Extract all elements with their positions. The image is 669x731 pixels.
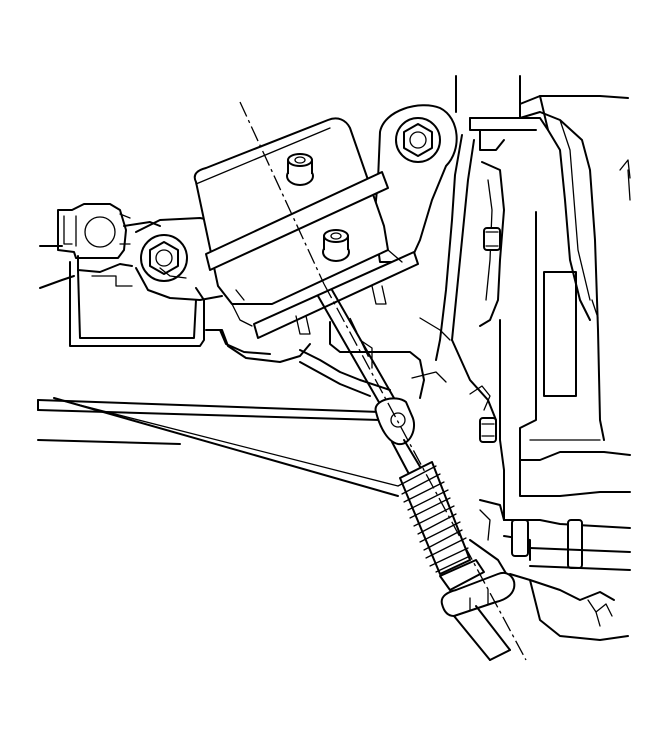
centerlines (239, 101, 527, 661)
bellows-boot (397, 461, 471, 575)
upper-mount-tab (373, 104, 458, 263)
upper-stud (286, 153, 314, 186)
link-rod-assembly (317, 289, 516, 661)
lower-stud (322, 229, 350, 262)
misc-details (159, 159, 631, 383)
lower-left-bracket (37, 203, 425, 497)
